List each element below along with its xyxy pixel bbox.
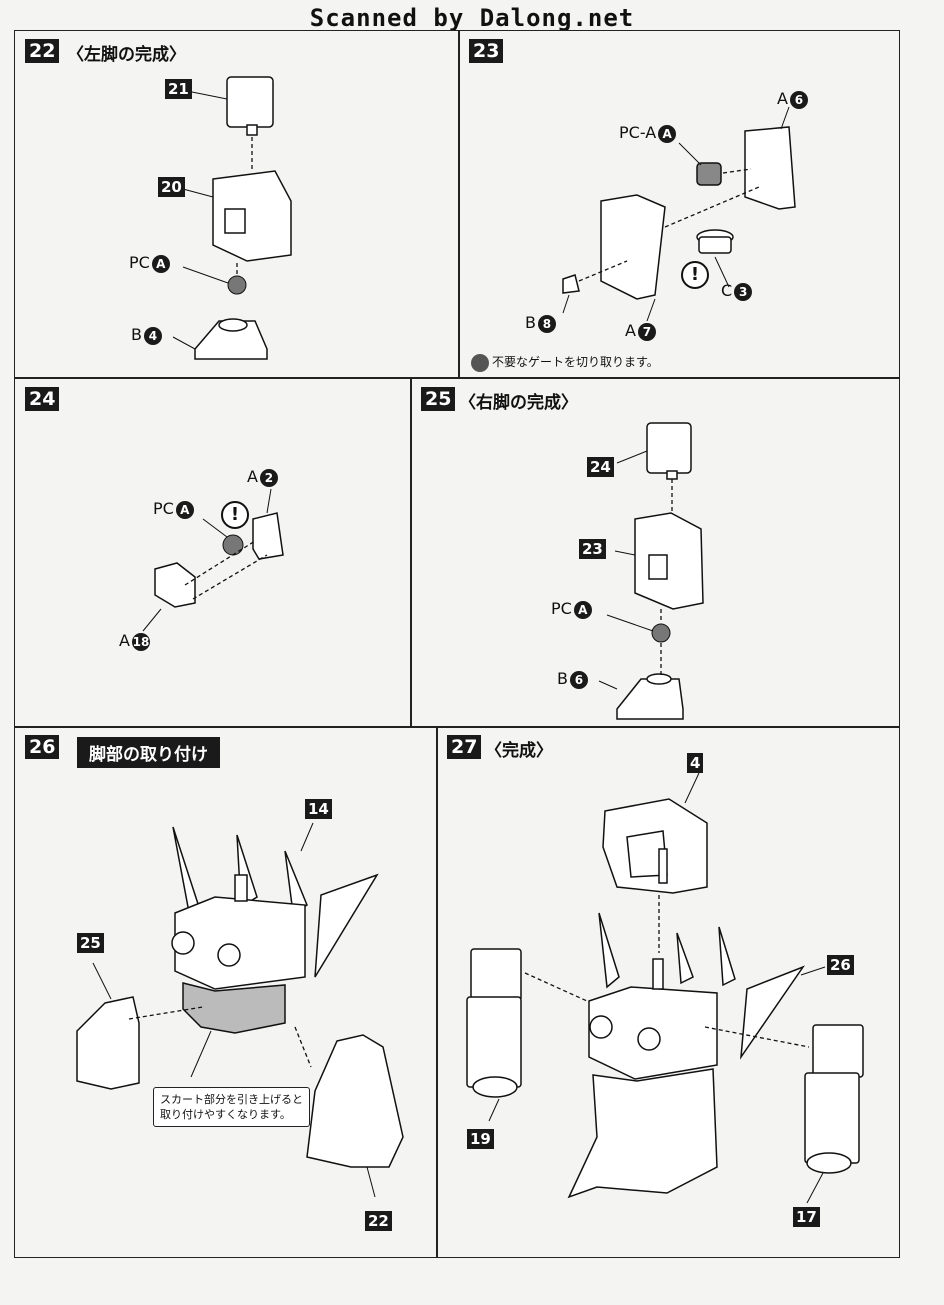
- step-27-panel: 27 〈完成〉: [436, 726, 900, 1258]
- part-label-24: 24: [587, 457, 614, 477]
- step-title: 〈左脚の完成〉: [67, 45, 186, 65]
- part-label-23: 23: [579, 539, 606, 559]
- step-26-panel: 26 脚部の取り付け 14 25 22 スカート部分を引き上げる: [14, 726, 438, 1258]
- callout-line-1: スカート部分を引き上げると: [160, 1093, 303, 1106]
- gate-cut-note: 不要なゲートを切り取ります。: [471, 353, 659, 372]
- part-label-17: 17: [793, 1207, 820, 1227]
- caution-icon: !: [221, 501, 249, 529]
- step-25-diagram: [598, 422, 704, 720]
- part-label-19: 19: [467, 1129, 494, 1149]
- part-label-21: 21: [165, 79, 192, 99]
- step-number: 25: [421, 387, 456, 411]
- step-number: 26: [25, 735, 60, 759]
- part-label-25: 25: [77, 933, 104, 953]
- skirt-tip-callout: スカート部分を引き上げると 取り付けやすくなります。: [153, 1087, 310, 1127]
- step-26-diagram: [76, 822, 404, 1198]
- step-number: 27: [447, 735, 482, 759]
- step-number: 24: [25, 387, 60, 411]
- part-label-20: 20: [158, 177, 185, 197]
- step-27-diagram: [466, 772, 864, 1204]
- step-23-diagram: [562, 106, 796, 322]
- step-22-diagram: [172, 76, 292, 360]
- step-number: 22: [25, 39, 60, 63]
- part-label-22: 22: [365, 1211, 392, 1231]
- step-24-diagram: [142, 488, 284, 632]
- caution-icon: !: [681, 261, 709, 289]
- step-title: 〈右脚の完成〉: [459, 393, 578, 413]
- part-label-4: 4: [687, 753, 704, 773]
- nipper-icon: [471, 353, 489, 372]
- step-title: 〈完成〉: [485, 741, 553, 761]
- part-label-14: 14: [305, 799, 332, 819]
- step-number: 23: [469, 39, 504, 63]
- callout-line-2: 取り付けやすくなります。: [160, 1108, 291, 1121]
- scan-watermark: Scanned by Dalong.net: [309, 4, 635, 32]
- part-label-26: 26: [827, 955, 854, 975]
- step-banner: 脚部の取り付け: [77, 737, 220, 768]
